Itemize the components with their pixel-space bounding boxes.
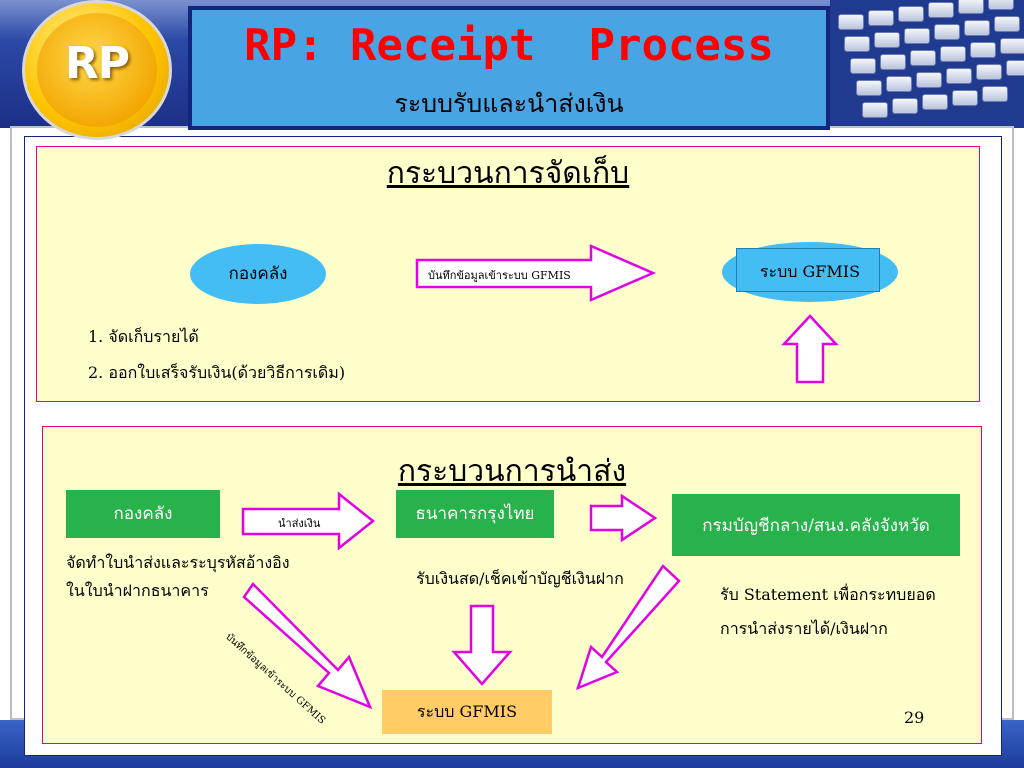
comptroller-to-gfmis-arrow: [576, 564, 681, 691]
slide-title: RP: Receipt Process: [244, 20, 774, 71]
treasury-note-1: จัดทำใบนำส่งและระบุรหัสอ้างอิง: [66, 553, 290, 572]
collection-arrow-up: [781, 314, 839, 384]
remit-arrow-label: นำส่งเงิน: [278, 517, 321, 530]
collection-gfmis-box: [736, 248, 880, 292]
bank-to-gfmis-arrow: [451, 604, 513, 686]
remittance-treasury-label: กองคลัง: [113, 504, 173, 524]
collection-treasury-ellipse: กองคลัง: [190, 244, 326, 304]
slide-subtitle: ระบบรับและนำส่งเงิน: [394, 89, 624, 118]
collection-title: กระบวนการจัดเก็บ: [386, 156, 630, 191]
comptroller-box: กรมบัญชีกลาง/สนง.คลังจังหวัด: [672, 494, 960, 556]
collection-gfmis-label: ระบบ GFMIS: [759, 262, 861, 281]
collection-arrow-label: บันทึกข้อมูลเข้าระบบ GFMIS: [428, 269, 571, 282]
remittance-gfmis-box: ระบบ GFMIS: [382, 690, 552, 734]
comptroller-label: กรมบัญชีกลาง/สนง.คลังจังหวัด: [702, 516, 930, 536]
page-number: 29: [904, 708, 925, 727]
bank-label: ธนาคารกรุงไทย: [415, 504, 535, 524]
remittance-gfmis-label: ระบบ GFMIS: [416, 702, 518, 721]
remittance-treasury-box: กองคลัง: [66, 490, 220, 538]
rp-logo-text: RP: [64, 38, 130, 89]
comptroller-note-2: การนำส่งรายได้/เงินฝาก: [720, 619, 888, 638]
remittance-title: กระบวนการนำส่ง: [397, 454, 627, 489]
bank-note: รับเงินสด/เช็คเข้าบัญชีเงินฝาก: [416, 569, 624, 588]
rp-logo-inner: [37, 13, 157, 127]
remit-arrow: [241, 491, 376, 551]
bank-to-comptroller-arrow: [589, 493, 658, 543]
treasury-note-2: ในใบนำฝากธนาคาร: [66, 581, 209, 600]
keyboard-image: [830, 0, 1024, 128]
treasury-to-gfmis-arrow: [242, 582, 373, 710]
comptroller-note-1: รับ Statement เพื่อกระทบยอด: [720, 585, 936, 604]
collection-step-2: 2. ออกใบเสร็จรับเงิน(ด้วยวิธีการเดิม): [88, 363, 346, 382]
collection-treasury-label: กองคลัง: [228, 264, 288, 284]
bank-box: ธนาคารกรุงไทย: [396, 490, 554, 538]
collection-step-1: 1. จัดเก็บรายได้: [88, 327, 199, 346]
collection-arrow-right: [415, 244, 657, 302]
title-box: [188, 6, 830, 130]
